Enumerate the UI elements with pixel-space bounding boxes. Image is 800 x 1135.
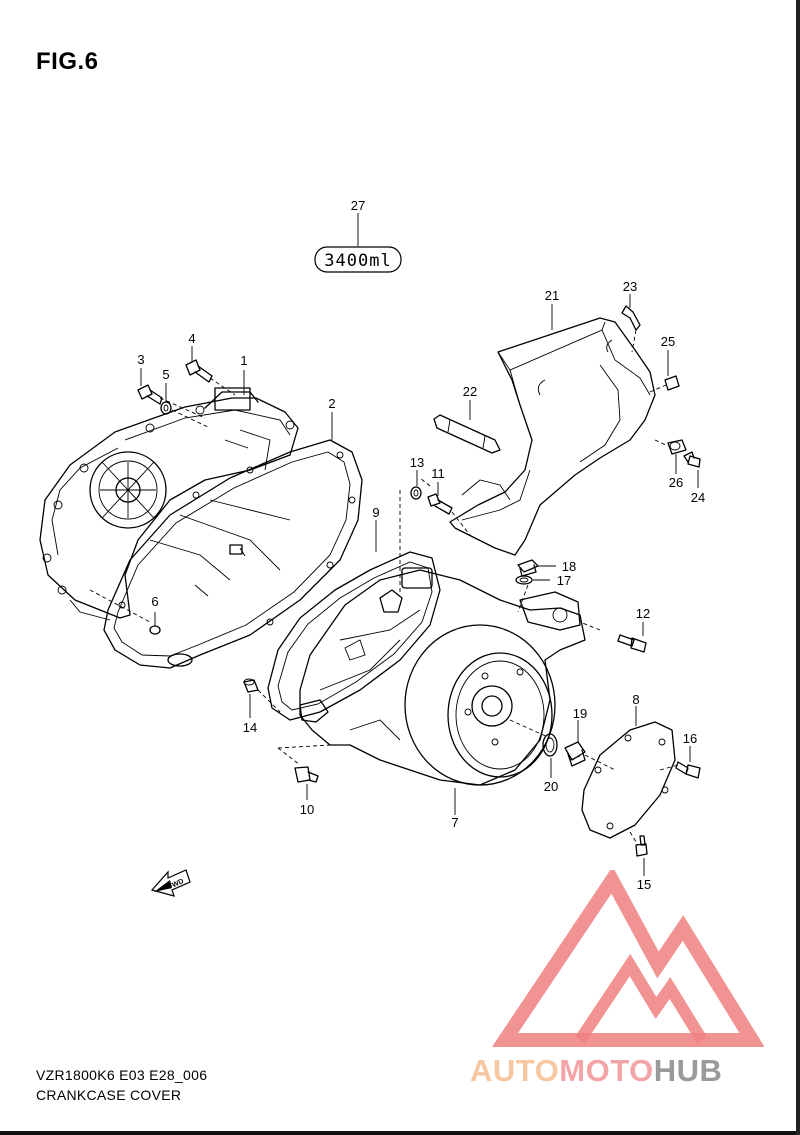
callout-4: 4 — [188, 331, 195, 346]
section-name: CRANKCASE COVER — [36, 1087, 182, 1103]
bolt-15 — [635, 835, 648, 857]
callout-18: 18 — [562, 559, 576, 574]
callout-7: 7 — [451, 815, 458, 830]
bolt-4 — [185, 359, 213, 383]
assembly-lines — [89, 329, 679, 846]
callout-24: 24 — [691, 490, 705, 505]
forward-arrow-icon: FWD — [150, 869, 191, 897]
clutch-cover-gasket — [267, 551, 441, 721]
dowel-pin-14 — [243, 678, 259, 693]
bolt-12 — [617, 634, 647, 653]
callout-12: 12 — [636, 606, 650, 621]
callout-19: 19 — [573, 706, 587, 721]
callout-21: 21 — [545, 288, 559, 303]
callout-15: 15 — [637, 877, 651, 892]
washer-13 — [410, 486, 422, 500]
cover-cap-plate — [581, 721, 676, 839]
callout-14: 14 — [243, 720, 257, 735]
bolt-11 — [427, 493, 453, 515]
callout-13: 13 — [410, 455, 424, 470]
frame-border-right — [796, 0, 800, 1135]
callout-2: 2 — [328, 396, 335, 411]
model-code: VZR1800K6 E03 E28_006 — [36, 1067, 208, 1083]
plug-18 — [517, 559, 539, 577]
bush-26 — [667, 439, 687, 455]
bolt-3 — [137, 384, 163, 405]
left-crankcase-cover — [39, 387, 299, 621]
callout-9: 9 — [372, 505, 379, 520]
cover-shroud — [449, 317, 656, 556]
bush-25 — [664, 375, 680, 391]
bolt-16 — [675, 761, 701, 779]
callout-22: 22 — [463, 384, 477, 399]
cover-gasket — [103, 439, 363, 669]
callout-3: 3 — [137, 352, 144, 367]
callout-8: 8 — [632, 692, 639, 707]
dowel-pin-6 — [149, 612, 161, 635]
callout-25: 25 — [661, 334, 675, 349]
callout-17: 17 — [557, 573, 571, 588]
clutch-cover — [299, 567, 586, 786]
callout-5: 5 — [162, 367, 169, 382]
bolt-10 — [294, 766, 319, 783]
callout-11: 11 — [431, 466, 445, 481]
oil-capacity-label-part: 3400ml — [314, 213, 402, 273]
plug-19 — [564, 741, 586, 767]
washer-5 — [160, 401, 172, 415]
callout-leaders — [140, 294, 699, 876]
callout-20: 20 — [544, 779, 558, 794]
figure-title: FIG.6 — [36, 48, 99, 75]
clip-23 — [621, 305, 641, 331]
o-ring-17 — [515, 575, 533, 585]
callout-23: 23 — [623, 279, 637, 294]
callout-27: 27 — [351, 198, 365, 213]
oil-capacity-label: 3400ml — [324, 251, 391, 271]
callout-1: 1 — [240, 353, 247, 368]
callout-26: 26 — [669, 475, 683, 490]
bolt-24 — [683, 451, 701, 468]
stud-bolt — [433, 414, 501, 454]
frame-border-bottom — [0, 1131, 800, 1135]
callout-10: 10 — [300, 802, 314, 817]
callout-numbers: 1 2 3 4 5 6 7 8 9 10 11 12 13 14 15 16 1… — [137, 198, 705, 892]
callout-16: 16 — [683, 731, 697, 746]
callout-6: 6 — [151, 594, 158, 609]
